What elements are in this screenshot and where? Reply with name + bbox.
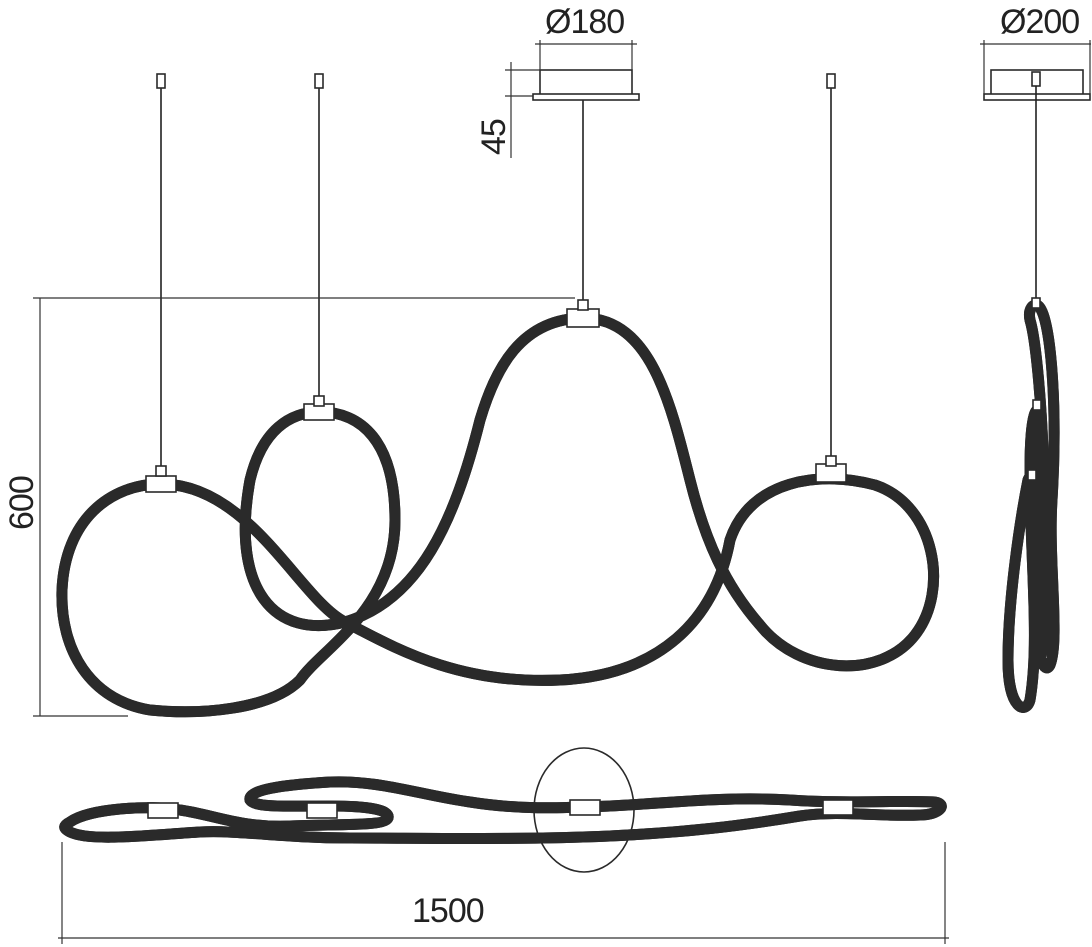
- canopy-side: [983, 69, 1091, 101]
- lamp-tube-front: [62, 312, 934, 712]
- dimension-canopy-front-diameter: Ø180: [535, 3, 637, 70]
- dimension-canopy-height: 45: [475, 62, 540, 158]
- lamp-tube-side: [1002, 297, 1054, 707]
- ceiling-anchors: [156, 73, 836, 89]
- dimension-overall-width: 1500: [58, 842, 949, 944]
- side-view: Ø200: [980, 3, 1091, 707]
- overall-height-label: 600: [3, 476, 41, 530]
- front-view: 45 Ø180 600: [3, 3, 934, 716]
- suspension-cables: [160, 88, 832, 472]
- canopy-side-diameter-label: Ø200: [1000, 3, 1079, 41]
- canopy-height-label: 45: [475, 119, 513, 155]
- tube-clamps: [145, 299, 847, 493]
- canopy-front: [532, 69, 640, 101]
- overall-width-label: 1500: [412, 892, 484, 930]
- dimension-overall-height: 600: [3, 297, 575, 717]
- top-view: 1500: [58, 747, 949, 944]
- dimension-canopy-side-diameter: Ø200: [980, 3, 1091, 94]
- canopy-front-diameter-label: Ø180: [545, 3, 624, 41]
- lamp-tube-top: [65, 782, 942, 839]
